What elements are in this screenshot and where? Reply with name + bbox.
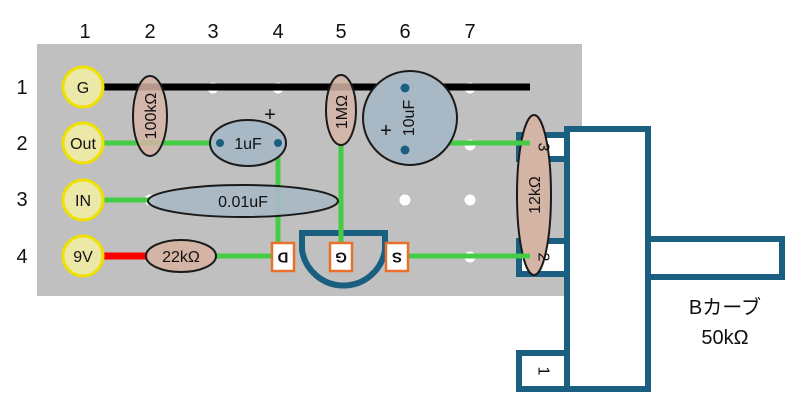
fet-pins: D G S	[270, 241, 410, 273]
capacitor-10uf-plus: +	[380, 120, 392, 142]
fet-pin-source-label: S	[392, 249, 402, 266]
capacitor-10uf	[362, 70, 458, 166]
fet-pin-gate	[328, 241, 354, 273]
pot-taper-label: Bカーブ	[689, 295, 761, 319]
terminal-9v	[61, 234, 105, 278]
row-label-3: 3	[16, 189, 27, 211]
capacitor-10uf-label: 10uF	[401, 100, 418, 137]
capacitor-1uf-lead	[274, 139, 282, 147]
capacitor-10uf-lead	[400, 145, 410, 155]
resistor-100k-label: 100kΩ	[143, 93, 160, 140]
capacitor-1uf-label: 1uF	[234, 136, 262, 153]
column-label-5: 5	[335, 21, 346, 43]
column-label-4: 4	[272, 21, 283, 43]
column-label-3: 3	[207, 21, 218, 43]
row-labels: 1 2 3 4	[16, 77, 27, 268]
column-label-6: 6	[399, 21, 410, 43]
resistor-12k	[516, 114, 552, 276]
terminal-ground	[61, 65, 105, 109]
column-labels: 1 2 3 4 5 6 7	[79, 21, 475, 43]
resistor-100k	[132, 75, 168, 157]
resistor-22k	[145, 239, 217, 273]
terminal-out-label: Out	[70, 136, 96, 153]
pot-pin3-label: 3	[535, 143, 552, 152]
pot-lug-1	[516, 350, 570, 392]
capacitor-1uf-lead	[216, 139, 224, 147]
terminal-in-label: IN	[75, 193, 91, 210]
terminal-in	[61, 178, 105, 222]
pot-body	[564, 126, 651, 392]
resistor-22k-label: 22kΩ	[162, 249, 200, 266]
resistor-1m-label: 1MΩ	[334, 95, 351, 129]
terminals: G Out IN 9V	[61, 65, 105, 278]
capacitor-001uf-label: 0.01uF	[218, 194, 268, 211]
terminal-ground-label: G	[77, 80, 89, 97]
row-label-2: 2	[16, 133, 27, 155]
capacitor-001uf	[147, 184, 339, 218]
potentiometer	[516, 126, 785, 392]
column-label-2: 2	[144, 21, 155, 43]
pot-pin2-label: 2	[535, 253, 552, 262]
terminal-9v-label: 9V	[73, 249, 93, 266]
terminal-out	[61, 121, 105, 165]
fet-pin-gate-label: G	[335, 249, 347, 266]
fet-body	[299, 230, 388, 289]
hole	[464, 194, 476, 206]
row-label-1: 1	[16, 77, 27, 99]
column-label-1: 1	[79, 21, 90, 43]
capacitor-1uf-plus: +	[264, 104, 276, 126]
capacitor-10uf-lead	[400, 83, 410, 93]
row-label-4: 4	[16, 246, 27, 268]
fet-pin-drain-label: D	[277, 249, 288, 266]
column-label-7: 7	[464, 21, 475, 43]
pot-shaft	[645, 236, 785, 280]
capacitor-1uf	[209, 119, 287, 167]
resistor-12k-label: 12kΩ	[527, 176, 544, 214]
pot-pin1-label: 1	[535, 367, 552, 376]
fet-pin-source	[384, 241, 410, 273]
hole	[399, 194, 411, 206]
resistor-1m	[325, 74, 357, 146]
pot-value-label: 50kΩ	[701, 327, 748, 349]
fet-pin-drain	[270, 241, 296, 273]
